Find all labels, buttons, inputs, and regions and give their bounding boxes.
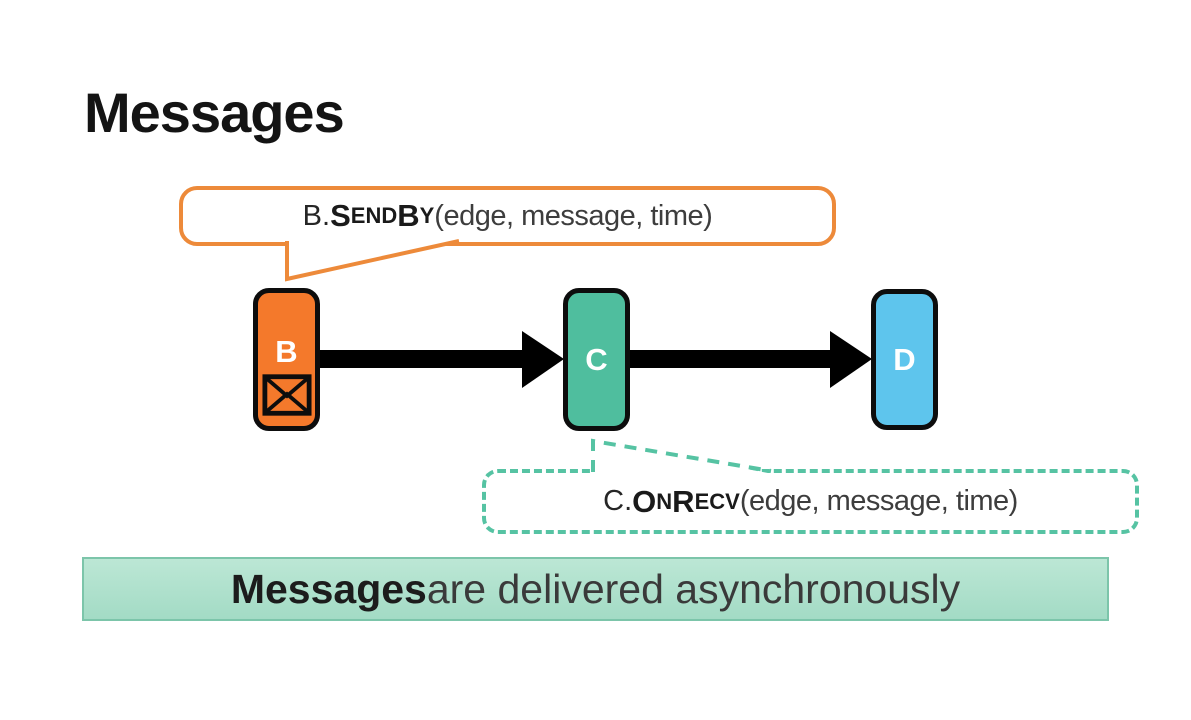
arrow-c-to-d [627,331,872,388]
envelope-icon [261,374,312,416]
node-b-label: B [275,334,298,369]
slide-title: Messages [84,81,345,144]
arrow-c-to-d-head [830,331,872,388]
onrecv-tail-fill [591,439,773,474]
node-c: C [563,288,630,431]
onrecv-name-small2: ECV [694,488,740,514]
sendby-prefix: B. [302,199,331,232]
node-d: D [871,289,938,430]
onrecv-tail-outline [591,438,772,473]
arrow-c-to-d-shaft [627,350,832,368]
arrow-b-to-c-head [522,331,564,388]
onrecv-args: (edge, message, time) [739,485,1019,517]
node-b: B [253,288,320,431]
sendby-args: (edge, message, time) [434,199,713,232]
arrow-b-to-c [316,331,564,388]
node-d-label: D [893,342,916,377]
sendby-name-small2: Y [419,203,435,228]
banner-highlight: Messages [230,565,427,612]
sendby-tail-outline [285,239,460,282]
banner: Messages are delivered asynchronously [82,557,1109,621]
sendby-name-small1: END [350,203,398,228]
sendby-name-big1: S [330,198,351,233]
onrecv-name-small1: N [656,488,673,514]
node-c-label: C [585,342,608,377]
arrow-b-to-c-shaft [316,350,524,368]
sendby-name-big2: B [397,198,420,233]
onrecv-name-big2: R [672,483,695,519]
banner-rest: are delivered asynchronously [426,565,961,612]
onrecv-name-big1: O [632,483,657,519]
onrecv-prefix: C. [603,485,633,517]
